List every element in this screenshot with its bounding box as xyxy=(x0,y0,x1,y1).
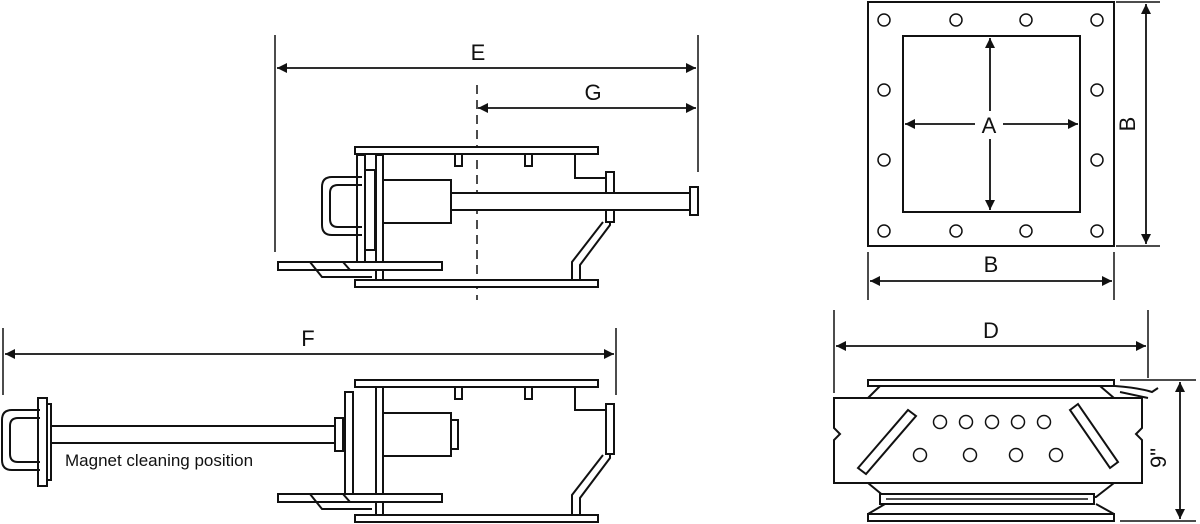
dimension-b-vertical-label: B xyxy=(1115,117,1140,132)
top-view-flange xyxy=(867,1,1160,300)
dimension-d-label: D xyxy=(983,318,999,343)
dimension-a-label: A xyxy=(982,113,997,138)
dimension-e-label: E xyxy=(471,40,486,65)
dimension-f-label: F xyxy=(301,326,314,351)
dimension-b-horizontal-label: B xyxy=(984,252,999,277)
dimension-height-label: 9" xyxy=(1146,448,1171,468)
front-view xyxy=(833,310,1196,522)
side-view-cleaning xyxy=(1,328,617,523)
dimension-g-label: G xyxy=(584,80,601,105)
side-view-operating xyxy=(274,35,699,300)
magnet-cleaning-note: Magnet cleaning position xyxy=(65,451,253,470)
